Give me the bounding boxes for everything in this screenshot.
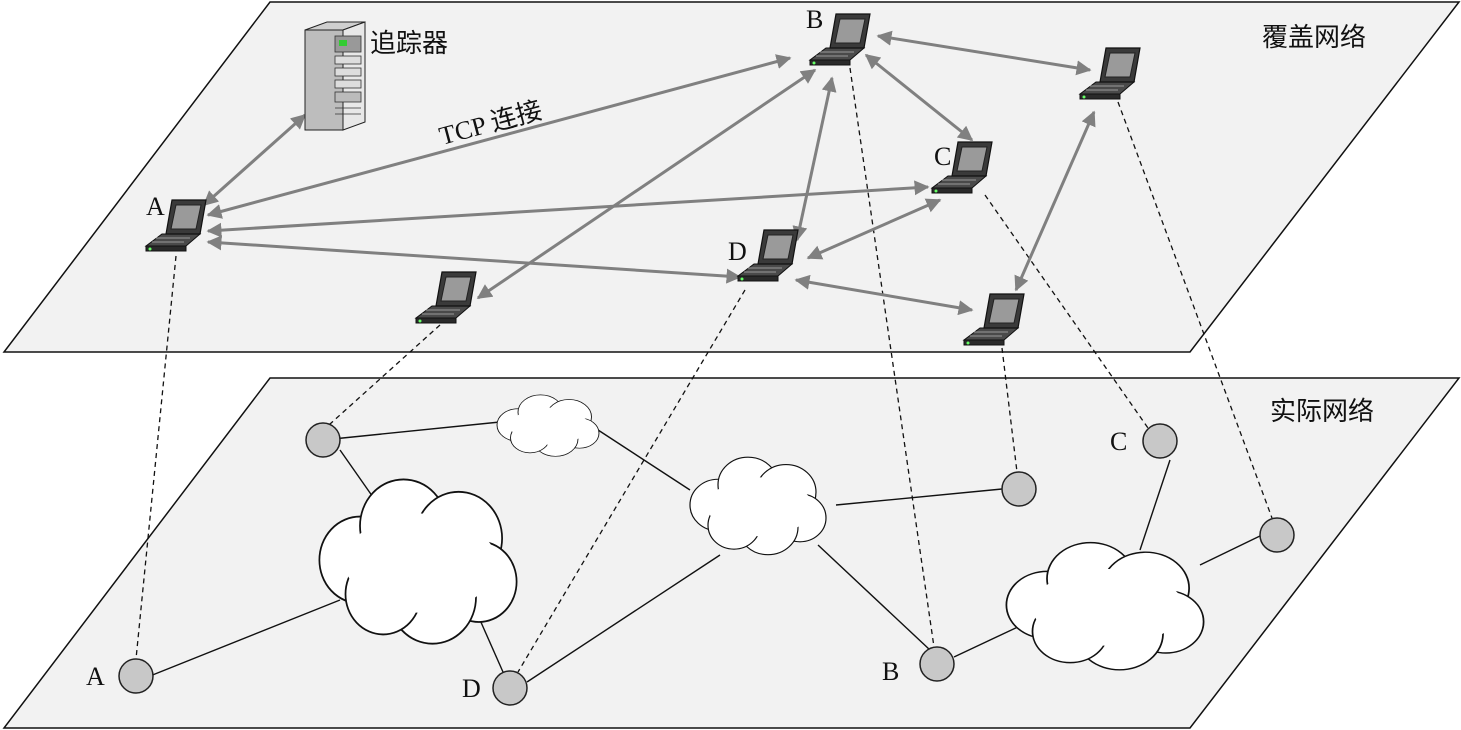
mapping-lines: [135, 67, 1273, 673]
physical-label-C: C: [1110, 427, 1127, 456]
physical-label-B: B: [882, 657, 899, 686]
physical-node-unlabeled-1: [305, 422, 341, 458]
tracker-label: 追踪器: [370, 29, 448, 59]
physical-node-unlabeled-3: [1259, 517, 1295, 553]
tracker-connection: [202, 113, 307, 207]
tcp-connections: [202, 30, 1096, 316]
overlay-label-A: A: [146, 192, 165, 221]
physical-links: [149, 421, 1263, 683]
physical-node-A: [118, 658, 154, 694]
overlay-label-C: C: [934, 142, 951, 171]
overlay-label-B: B: [806, 5, 823, 34]
physical-node-B: [919, 646, 955, 682]
physical-label-D: D: [462, 674, 481, 703]
physical-node-C: [1142, 423, 1178, 459]
overlay-network-plane: [2, 1, 1461, 353]
tracker-server-icon: [304, 21, 366, 131]
overlay-network-title: 覆盖网络: [1262, 23, 1366, 53]
physical-node-D: [492, 670, 528, 706]
physical-label-A: A: [86, 662, 105, 691]
physical-network-title: 实际网络: [1270, 397, 1374, 427]
physical-node-unlabeled-2: [1001, 471, 1037, 507]
overlay-label-D: D: [728, 237, 747, 266]
physical-network-plane: [2, 377, 1461, 729]
